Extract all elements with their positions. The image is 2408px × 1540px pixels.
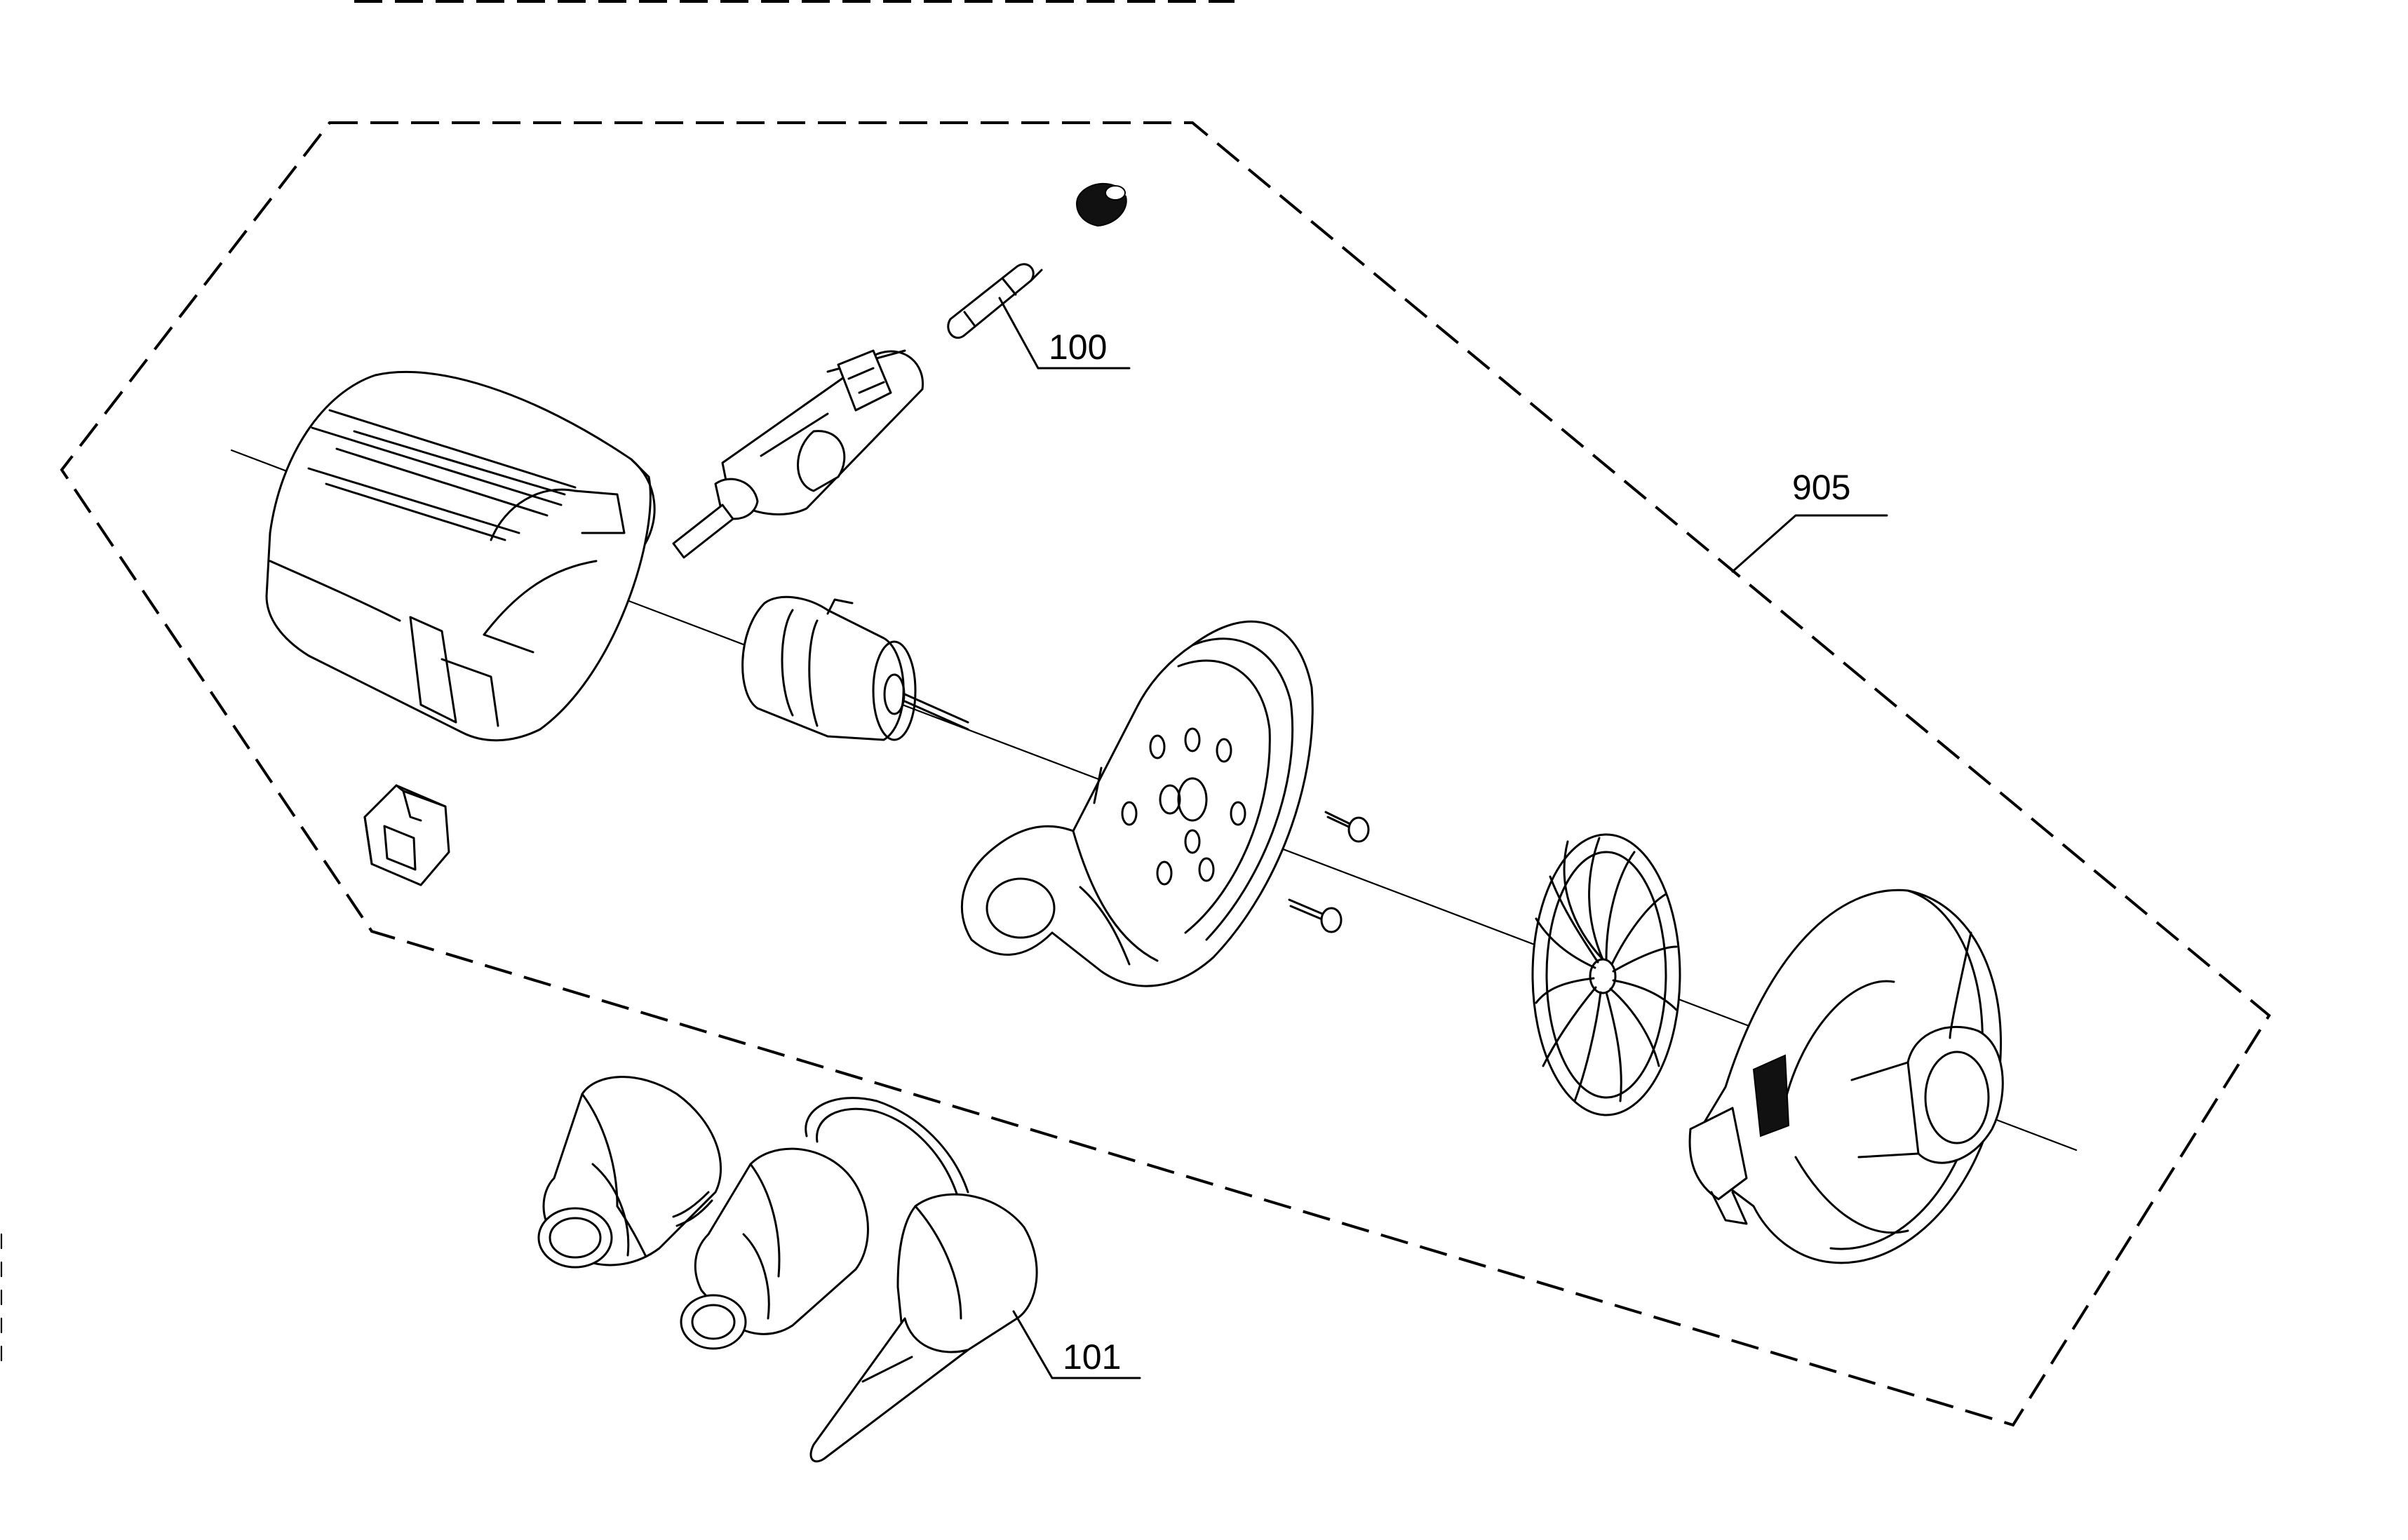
callout-label-905: 905 [1792, 468, 1850, 507]
screw-upper [1324, 811, 1370, 843]
rocker-switch [363, 784, 450, 886]
rubber-cap [1075, 182, 1127, 227]
nozzle-adapter-large [537, 1076, 722, 1269]
nozzle-adapter-medium [680, 1147, 869, 1350]
fan-impeller [1531, 833, 1681, 1116]
volute-housing [960, 620, 1314, 987]
front-cover [1688, 889, 2004, 1264]
nozzle-adapter-needle [809, 1193, 1038, 1463]
callout-100: 100 [998, 297, 1131, 370]
callout-905: 905 [1731, 468, 1888, 573]
screw-lower [1288, 898, 1343, 933]
housing-shell [265, 370, 656, 742]
assembly-boundary-dashed [60, 121, 2271, 1427]
callout-label-100: 100 [1049, 327, 1107, 367]
cigarette-lighter-plug [672, 349, 924, 559]
dc-motor [741, 595, 969, 741]
fuse-part-100 [947, 263, 1043, 339]
tether-strap [672, 1097, 969, 1227]
callout-101: 101 [1012, 1310, 1141, 1379]
callout-label-101: 101 [1063, 1337, 1121, 1377]
